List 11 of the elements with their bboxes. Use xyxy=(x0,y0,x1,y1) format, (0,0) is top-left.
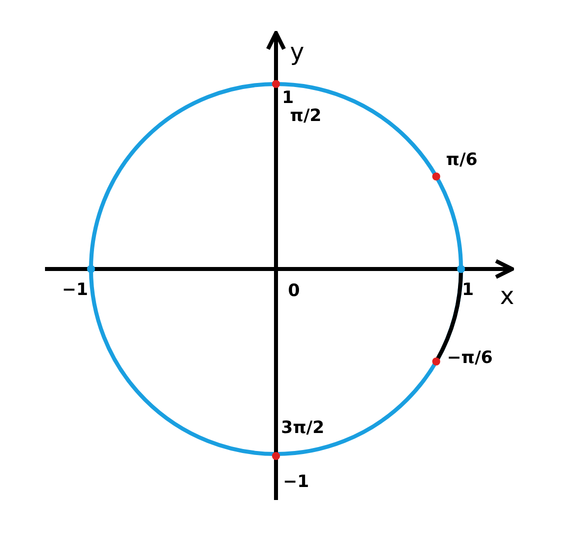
point-label: π/6 xyxy=(446,152,478,169)
point-label: −1 xyxy=(283,474,310,491)
point-label: 1 xyxy=(282,90,294,107)
axis-label: x xyxy=(500,284,514,308)
point-label: 1 xyxy=(462,282,474,299)
point-label: −π/6 xyxy=(447,350,493,367)
point-label: π/2 xyxy=(290,108,322,125)
point-label: 0 xyxy=(288,283,300,300)
point-label: 3π/2 xyxy=(281,420,324,437)
axis-label: y xyxy=(290,40,304,64)
point-label: −1 xyxy=(62,282,88,299)
